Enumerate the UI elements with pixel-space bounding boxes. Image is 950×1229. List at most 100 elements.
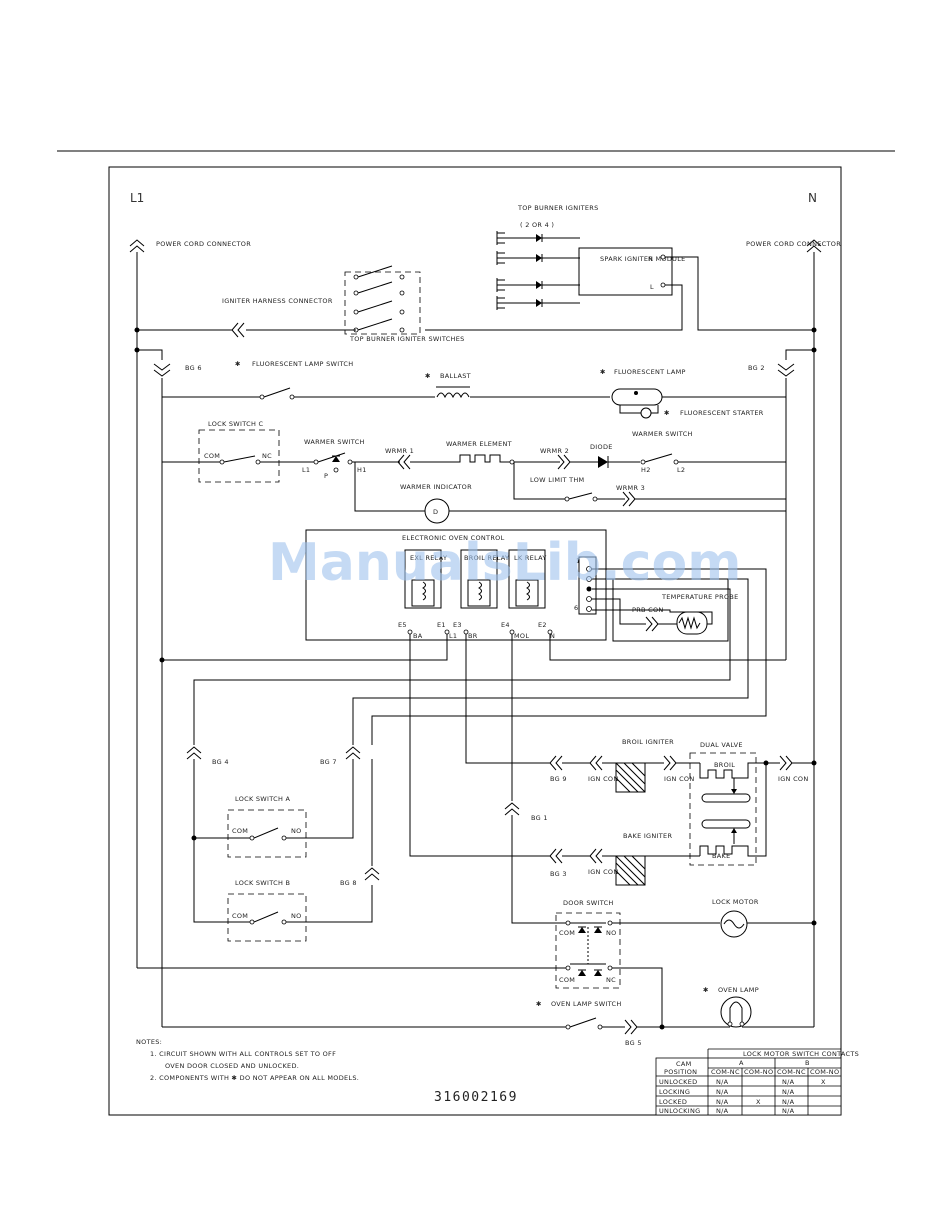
watermark: ManualsLib.com <box>268 533 741 593</box>
lock-motor-contacts-table: LOCK MOTOR SWITCH CONTACTS CAM POSITION … <box>655 1048 859 1116</box>
bg9-label: BG 9 <box>550 775 567 783</box>
warmer-switch-right[interactable] <box>640 453 679 465</box>
warmer-switch[interactable] <box>313 452 353 473</box>
door-com-bottom: COM <box>559 976 575 984</box>
control-l1-label: L1 <box>449 632 457 640</box>
table-cell: N/A <box>782 1078 795 1086</box>
bg7-label: BG 7 <box>320 758 337 766</box>
diode <box>598 456 609 468</box>
igniter-switch-bank <box>344 271 421 335</box>
igniter-2 <box>496 250 580 266</box>
ballast-star: ✱ <box>425 372 431 380</box>
lock-motor-label: LOCK MOTOR <box>712 898 759 906</box>
igniter-harness-label: IGNITER HARNESS CONNECTOR <box>222 297 333 305</box>
bg1-label: BG 1 <box>531 814 548 822</box>
table-sub-4: COM-NO <box>810 1068 839 1076</box>
temperature-probe-label: TEMPERATURE PROBE <box>661 593 739 601</box>
relay-lk: LK RELAY <box>508 549 546 609</box>
spark-igniter-module <box>578 247 673 296</box>
oven-lamp-label: OVEN LAMP <box>718 986 759 994</box>
warmer-l1-label: L1 <box>302 466 310 474</box>
wrmr1-label: WRMR 1 <box>385 447 414 455</box>
low-limit-label: LOW LIMIT THM <box>530 476 584 484</box>
igniter-switches[interactable] <box>353 265 405 333</box>
lock-switch-c-label: LOCK SWITCH C <box>208 420 264 428</box>
relay-exl-label: EXL RELAY <box>410 554 447 562</box>
ign-con-label-1: IGN CON <box>588 775 619 783</box>
warmer-h2-label: H2 <box>641 466 651 474</box>
wrmr3-label: WRMR 3 <box>616 484 645 492</box>
bg6-label: BG 6 <box>185 364 202 372</box>
warmer-circuit: LOCK SWITCH C COM NC WARMER SWITCH L1 P … <box>162 420 786 524</box>
wire-control-l1 <box>162 634 448 661</box>
electronic-oven-control: ELECTRONIC OVEN CONTROL EXL RELAY BROIL … <box>305 529 739 642</box>
rail-n-label: N <box>808 191 817 205</box>
module-n-label: N <box>648 255 653 263</box>
table-cam: CAM <box>676 1060 692 1068</box>
e3-label: E3 <box>453 621 462 629</box>
dual-valve-label: DUAL VALVE <box>700 741 743 749</box>
bg4-connector <box>186 746 202 760</box>
ballast-coil <box>436 392 470 399</box>
table-cell: N/A <box>716 1078 729 1086</box>
igniters-label: TOP BURNER IGNITERS <box>517 204 599 212</box>
table-row-label: UNLOCKING <box>659 1107 700 1115</box>
bg3-label: BG 3 <box>550 870 567 878</box>
bg1-connector <box>504 802 520 816</box>
fluorescent-lamp-switch[interactable] <box>259 387 295 400</box>
valve-bake-label: BAKE <box>712 852 730 860</box>
e4-label: E4 <box>501 621 510 629</box>
igniter-3 <box>496 277 580 293</box>
wrmr2-label: WRMR 2 <box>540 447 569 455</box>
diagram-frame <box>108 166 842 1116</box>
table-position: POSITION <box>664 1068 697 1076</box>
note-1a: 1. CIRCUIT SHOWN WITH ALL CONTROLS SET T… <box>150 1050 336 1058</box>
lock-switch-a <box>227 809 307 858</box>
lock-switch-b <box>227 893 307 942</box>
lock-c-nc: NC <box>262 452 272 460</box>
lock-switch-b-label: LOCK SWITCH B <box>235 879 290 887</box>
warmer-h1-label: H1 <box>357 466 367 474</box>
power-cord-right-label: POWER CORD CONNECTOR <box>746 240 841 248</box>
table-sub-2: COM-NO <box>744 1068 773 1076</box>
module-l-label: L <box>650 283 654 291</box>
br-label: BR <box>468 632 478 640</box>
fl-lamp-star: ✱ <box>600 368 606 376</box>
table-cell: N/A <box>782 1107 795 1115</box>
bg2-connector <box>777 363 795 377</box>
table-sub-3: COM-NC <box>777 1068 806 1076</box>
table-cell: X <box>821 1078 826 1086</box>
e1-label: E1 <box>437 621 446 629</box>
door-and-motor: BG 1 DOOR SWITCH COM NO COM NC LOCK MOTO… <box>137 634 817 1027</box>
notes: NOTES: 1. CIRCUIT SHOWN WITH ALL CONTROL… <box>136 1038 359 1082</box>
table-col-b: B <box>805 1059 810 1067</box>
table-col-a: A <box>739 1059 744 1067</box>
bake-igniter-label: BAKE IGNITER <box>623 832 672 840</box>
low-limit-thermostat <box>564 492 598 502</box>
warmer-indicator-label: WARMER INDICATOR <box>400 483 472 491</box>
control-title: ELECTRONIC OVEN CONTROL <box>402 534 505 542</box>
warmer-switch-label: WARMER SWITCH <box>304 438 365 446</box>
ign-con-label-3: IGN CON <box>588 868 619 876</box>
rail-l1-label: L1 <box>130 191 144 205</box>
warmer-l2-label: L2 <box>677 466 685 474</box>
part-number: 316002169 <box>434 1090 518 1105</box>
table-cell: N/A <box>782 1098 795 1106</box>
module-l-wire <box>425 284 683 331</box>
wire-control-n <box>549 634 786 661</box>
fluorescent-starter-label: FLUORESCENT STARTER <box>680 409 764 417</box>
table-row-label: UNLOCKED <box>659 1078 697 1086</box>
oven-lamp-star: ✱ <box>703 986 709 994</box>
igniter-harness-connector <box>231 322 245 338</box>
lock-c-com: COM <box>204 452 220 460</box>
oven-lamp-switch[interactable] <box>565 1017 603 1030</box>
igniter-1 <box>496 230 580 246</box>
notes-title: NOTES: <box>136 1038 162 1046</box>
door-no-top: NO <box>606 929 617 937</box>
probe-connector-block <box>578 556 597 615</box>
ballast-label: BALLAST <box>440 372 471 380</box>
dual-valve <box>689 752 757 866</box>
relay-broil-label: BROIL RELAY <box>464 554 509 562</box>
